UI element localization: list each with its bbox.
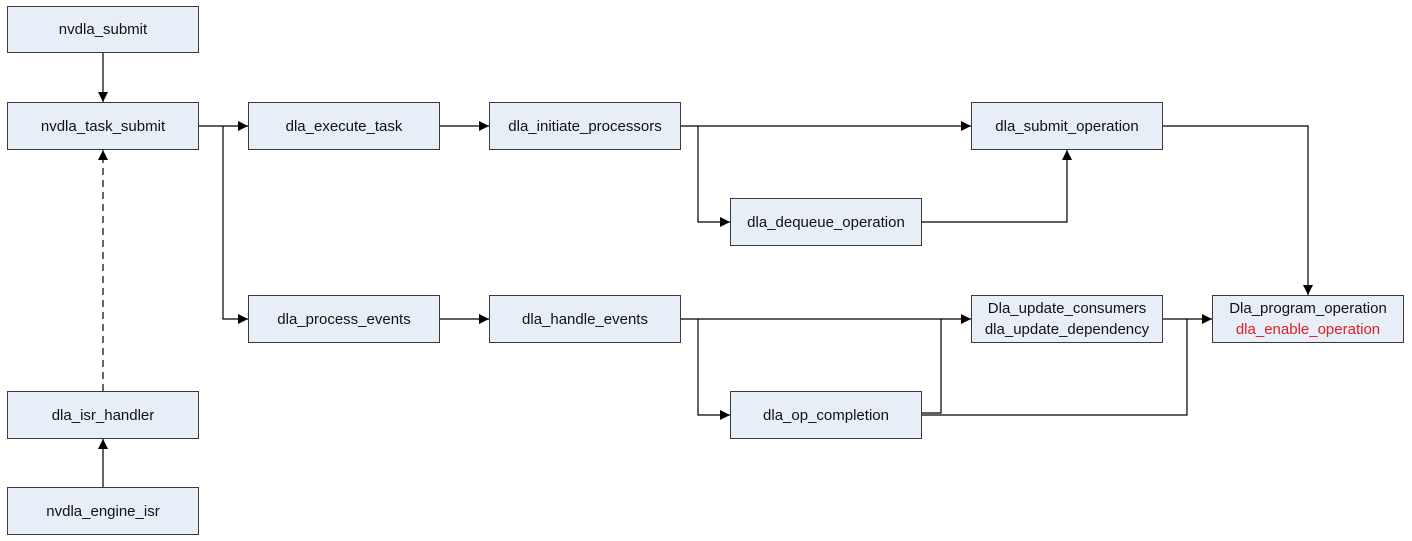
node-dla-initiate-processors: dla_initiate_processors [489, 102, 681, 150]
node-label-dependency: dla_update_dependency [984, 321, 1150, 338]
node-dla-program-operation: Dla_program_operation dla_enable_operati… [1212, 295, 1404, 343]
node-label-program: Dla_program_operation [1229, 300, 1387, 317]
edge-handle-events-to-op-completion [697, 319, 730, 420]
edge-task-submit-to-process-events [222, 126, 248, 324]
node-dla-dequeue-operation: dla_dequeue_operation [730, 198, 922, 246]
node-label: dla_submit_operation [995, 117, 1139, 135]
edge-initiate-to-dequeue [697, 126, 730, 227]
node-label: nvdla_task_submit [40, 117, 166, 135]
node-label-enable: dla_enable_operation [1235, 321, 1381, 338]
node-label-consumers: Dla_update_consumers [987, 300, 1147, 317]
node-dla-handle-events: dla_handle_events [489, 295, 681, 343]
node-label: nvdla_engine_isr [46, 502, 160, 520]
node-dla-submit-operation: dla_submit_operation [971, 102, 1163, 150]
edge-op-completion-to-update [922, 319, 942, 414]
node-label: dla_dequeue_operation [747, 213, 905, 231]
node-label: nvdla_submit [58, 21, 148, 38]
edge-dequeue-to-submit-operation [922, 150, 1072, 223]
node-label: dla_handle_events [522, 310, 648, 328]
node-label: dla_execute_task [285, 117, 403, 135]
node-nvdla-submit: nvdla_submit [7, 6, 199, 53]
node-label: dla_initiate_processors [508, 117, 662, 135]
edge-submit-operation-to-program [1163, 125, 1313, 295]
node-dla-execute-task: dla_execute_task [248, 102, 440, 150]
node-dla-op-completion: dla_op_completion [730, 391, 922, 439]
node-label: dla_op_completion [763, 406, 889, 424]
node-nvdla-task-submit: nvdla_task_submit [7, 102, 199, 150]
edge-op-completion-to-program [922, 319, 1188, 416]
node-label: dla_isr_handler [51, 406, 155, 424]
node-nvdla-engine-isr: nvdla_engine_isr [7, 487, 199, 535]
node-dla-isr-handler: dla_isr_handler [7, 391, 199, 439]
node-dla-process-events: dla_process_events [248, 295, 440, 343]
node-dla-update: Dla_update_consumers dla_update_dependen… [971, 295, 1163, 343]
node-label: dla_process_events [277, 310, 411, 328]
